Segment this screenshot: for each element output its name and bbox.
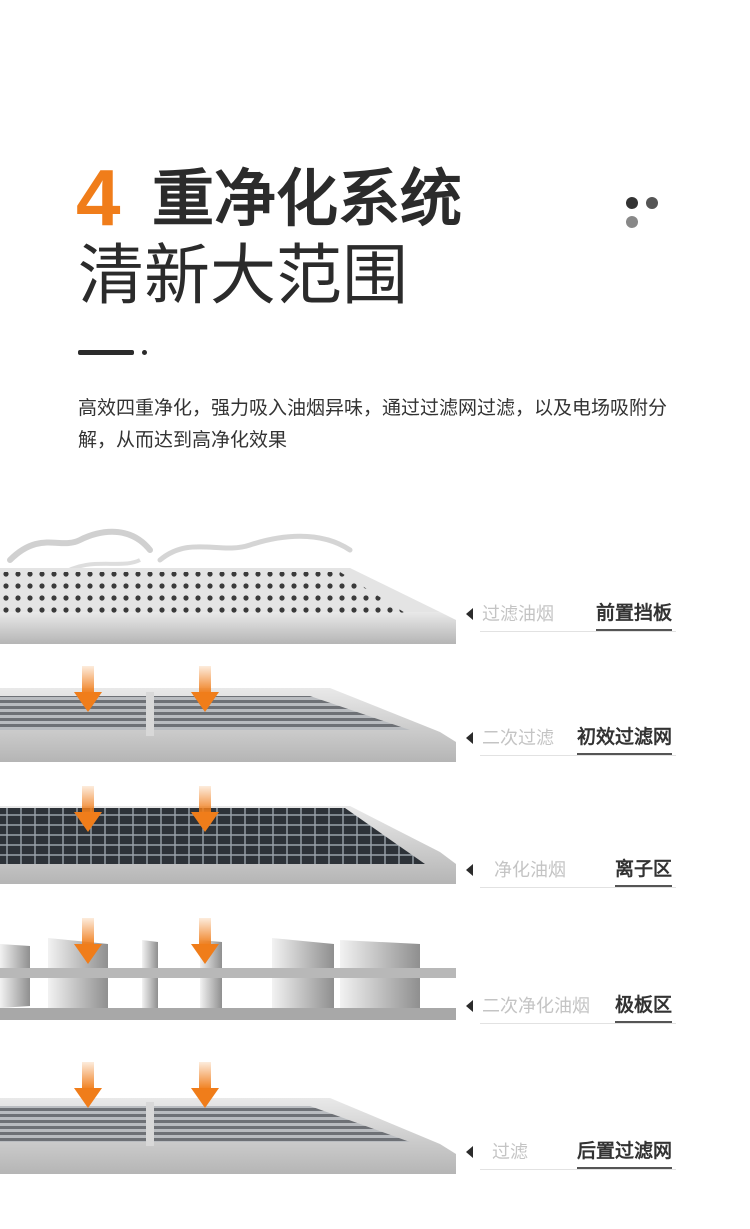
layer-name: 初效过滤网 [576,722,672,756]
layer-label-5: 过滤 后置过滤网 [466,1136,676,1170]
label-baseline [480,1169,676,1170]
label-baseline [480,755,676,756]
layer-name: 极板区 [614,990,672,1024]
title-divider [78,350,134,355]
caret-left-icon [466,732,473,744]
airflow-arrows [74,666,219,1108]
page-subtitle: 清新大范围 [78,237,408,314]
layer-collector-plates [0,938,456,1020]
filter-stack-illustration [0,528,456,1174]
caret-left-icon [466,864,473,876]
caret-left-icon [466,1000,473,1012]
dot-3 [626,216,638,228]
layer-sub-label: 二次净化油烟 [482,996,590,1017]
dot-1 [626,197,638,209]
label-baseline [480,887,676,888]
layer-primary-filter [0,688,456,762]
layer-sub-label: 二次过滤 [482,728,554,749]
layer-name: 前置挡板 [595,598,672,632]
dot-2 [646,197,659,209]
caret-left-icon [466,1146,473,1158]
layer-sub-label: 净化油烟 [494,860,566,881]
layer-label-4: 二次净化油烟 极板区 [466,990,676,1024]
label-baseline [480,631,676,632]
layer-sub-label: 过滤 [492,1142,528,1163]
layer-name: 离子区 [614,854,672,888]
label-baseline [480,1023,676,1024]
title-number: 4 [76,153,121,242]
layer-label-2: 二次过滤 初效过滤网 [466,722,676,756]
title-divider-dot [142,350,147,355]
page-title: 重净化系统 [152,162,463,235]
layer-ion-zone [0,806,456,884]
layer-sub-label: 过滤油烟 [482,604,554,625]
description-text: 高效四重净化，强力吸入油烟异味，通过过滤网过滤，以及电场吸附分解，从而达到高净化… [78,397,668,451]
layer-label-1: 过滤油烟 前置挡板 [466,598,676,632]
decorative-dots [626,194,674,228]
layer-label-3: 净化油烟 离子区 [466,854,676,888]
layer-front-baffle [0,568,456,644]
caret-left-icon [466,608,473,620]
layer-rear-filter [0,1098,456,1174]
layer-name: 后置过滤网 [576,1136,672,1170]
